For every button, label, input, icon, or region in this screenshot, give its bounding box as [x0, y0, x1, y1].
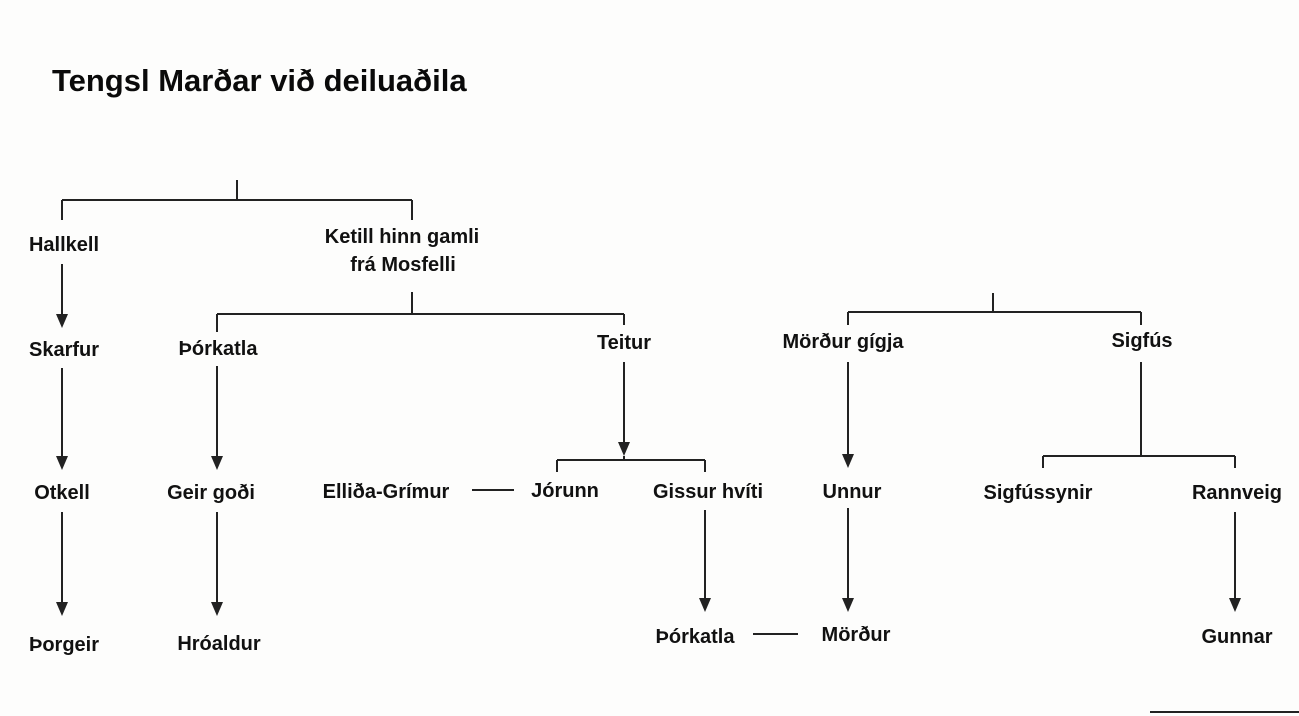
- person-thorkatla-1: Þórkatla: [179, 338, 259, 360]
- person-thorkatla-2: Þórkatla: [656, 626, 736, 648]
- person-rannveig: Rannveig: [1192, 482, 1282, 504]
- person-ketill-line1: Ketill hinn gamli: [325, 226, 479, 248]
- person-mordur: Mörður: [822, 624, 891, 646]
- person-mordur-gigja: Mörður gígja: [782, 331, 904, 353]
- person-sigfus: Sigfús: [1111, 330, 1172, 352]
- person-unnur: Unnur: [823, 481, 882, 503]
- person-hroaldur: Hróaldur: [177, 633, 261, 655]
- person-thorgeir: Þorgeir: [29, 634, 99, 656]
- person-skarfur: Skarfur: [29, 339, 99, 361]
- tree-connectors: [56, 180, 1241, 635]
- person-otkell: Otkell: [34, 482, 90, 504]
- person-hallkell: Hallkell: [29, 234, 99, 256]
- person-gissur-hviti: Gissur hvíti: [653, 481, 763, 503]
- person-jorunn: Jórunn: [531, 480, 599, 502]
- diagram-title: Tengsl Marðar við deiluaðila: [52, 63, 467, 98]
- person-ketill-line2: frá Mosfelli: [350, 254, 456, 276]
- person-labels: Hallkell Ketill hinn gamli frá Mosfelli …: [29, 226, 1282, 656]
- person-gunnar: Gunnar: [1201, 626, 1272, 648]
- person-geir-godi: Geir goði: [167, 482, 255, 504]
- person-ellida-grimur: Elliða-Grímur: [323, 481, 450, 503]
- person-teitur: Teitur: [597, 332, 651, 354]
- person-sigfussynir: Sigfússynir: [984, 482, 1093, 504]
